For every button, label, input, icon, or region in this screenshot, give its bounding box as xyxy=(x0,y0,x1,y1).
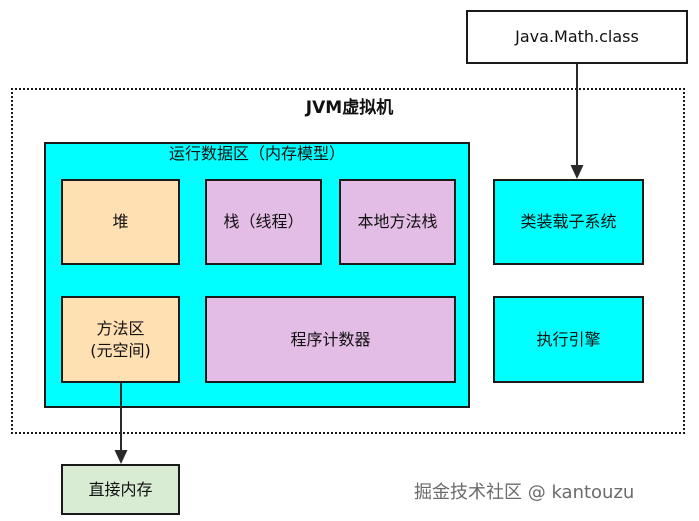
jvm-boundary xyxy=(11,88,685,434)
method-area-label: 方法区 xyxy=(96,318,145,338)
native-method-stack-label: 本地方法栈 xyxy=(357,212,438,231)
class-loader-label: 类装载子系统 xyxy=(520,212,617,231)
heap-box: 堆 xyxy=(61,179,180,265)
native-method-stack-box: 本地方法栈 xyxy=(339,179,456,265)
class-loader-box: 类装载子系统 xyxy=(493,179,644,265)
program-counter-box: 程序计数器 xyxy=(205,296,456,383)
watermark: 掘金技术社区 @ kantouzu xyxy=(414,482,635,503)
heap-label: 堆 xyxy=(112,212,129,231)
direct-memory-box: 直接内存 xyxy=(61,464,180,515)
program-counter-label: 程序计数器 xyxy=(290,329,371,349)
execution-engine-box: 执行引擎 xyxy=(493,296,644,383)
runtime-area-title: 运行数据区（内存模型） xyxy=(168,144,345,163)
metaspace-label: (元空间) xyxy=(90,340,151,360)
class-file-box: Java.Math.class xyxy=(466,10,688,64)
direct-memory-label: 直接内存 xyxy=(88,479,153,499)
method-area-box: 方法区 (元空间) xyxy=(61,296,180,383)
stack-box: 栈（线程） xyxy=(205,179,322,265)
class-file-label: Java.Math.class xyxy=(515,27,639,46)
execution-engine-label: 执行引擎 xyxy=(536,329,601,349)
jvm-title: JVM虚拟机 xyxy=(305,98,394,118)
stack-label: 栈（线程） xyxy=(223,212,304,231)
